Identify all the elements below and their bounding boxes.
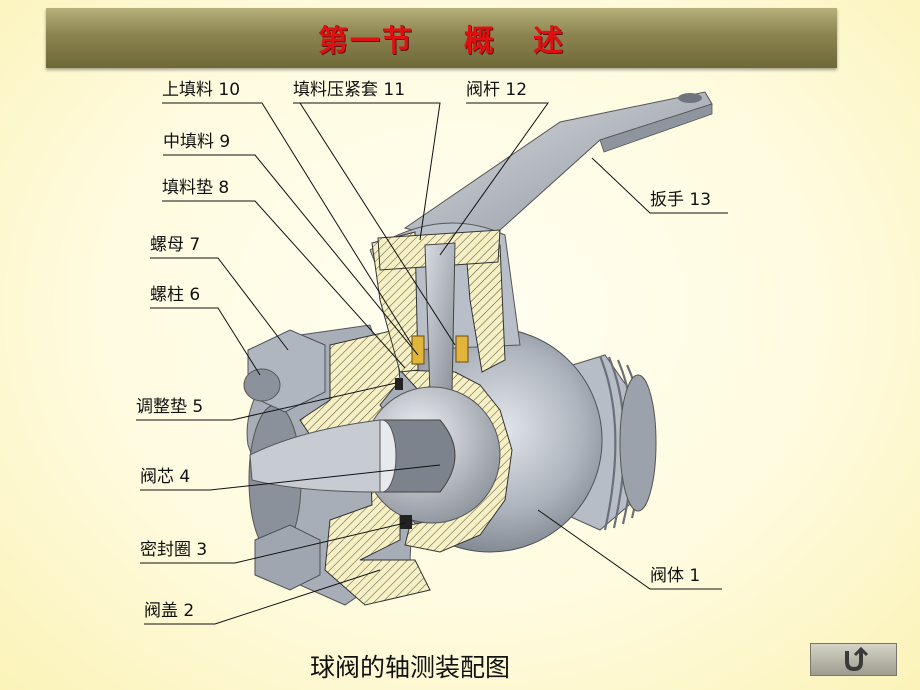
label-valve-body: 阀体 1 (650, 566, 701, 586)
label-valve-ball: 阀芯 4 (140, 467, 191, 487)
label-bonnet: 阀盖 2 (144, 601, 195, 621)
valve-stem (424, 242, 456, 395)
u-turn-return-icon (844, 646, 868, 671)
adjusting-shim (395, 378, 403, 390)
label-packing-gland: 填料压紧套 11 (293, 80, 406, 100)
packing-rings (411, 335, 469, 365)
valve-ball (363, 386, 501, 524)
label-wrench: 扳手 13 (650, 190, 712, 210)
title-bar: 第一节 概 述 (46, 8, 837, 68)
page-title: 第一节 概 述 (317, 24, 566, 59)
return-button[interactable] (810, 643, 897, 676)
leader-lines (136, 102, 728, 625)
nut-and-stud (243, 329, 326, 591)
seal-ring (400, 515, 412, 529)
flow-bore (249, 419, 381, 493)
label-stud: 螺柱 6 (150, 285, 201, 305)
label-valve-stem: 阀杆 12 (466, 80, 528, 100)
label-middle-packing: 中填料 9 (163, 132, 231, 152)
label-adjusting-shim: 调整垫 5 (136, 397, 204, 417)
label-packing-washer: 填料垫 8 (162, 178, 230, 198)
label-upper-packing: 上填料 10 (162, 80, 241, 100)
figure-caption: 球阀的轴测装配图 (310, 653, 511, 682)
label-nut: 螺母 7 (150, 235, 201, 255)
label-seal-ring: 密封圈 3 (140, 540, 208, 560)
